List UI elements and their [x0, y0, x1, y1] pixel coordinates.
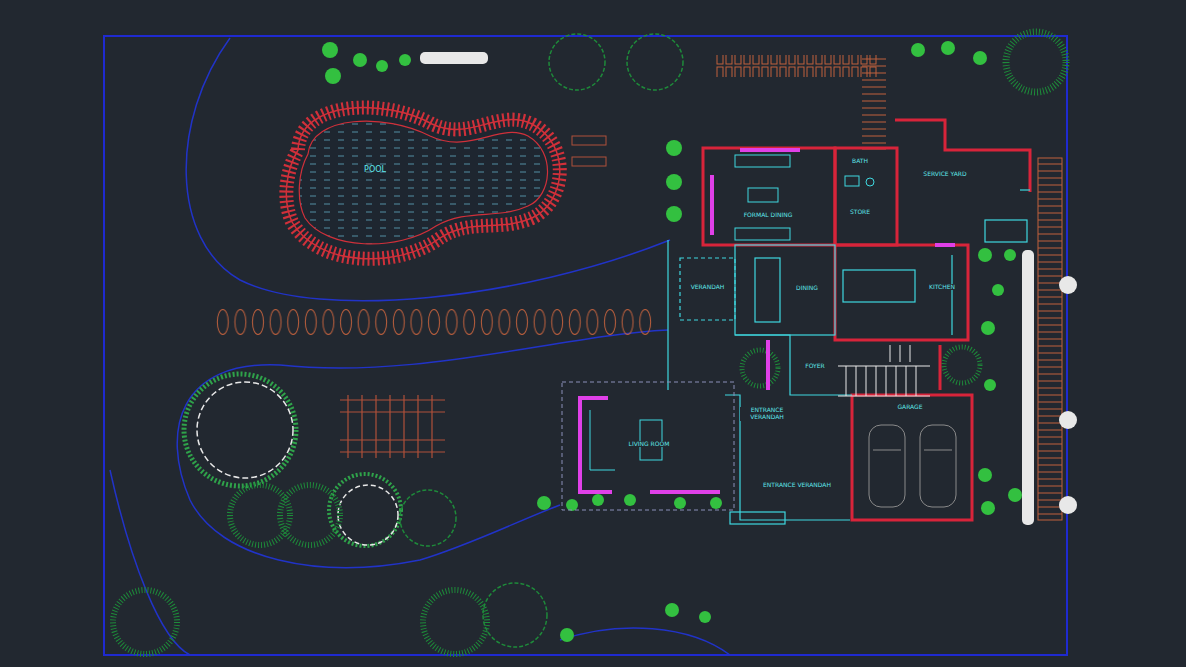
room-label: STORE: [849, 209, 871, 216]
room-area: DINING: [782, 276, 832, 300]
room-area: VERANDAH: [681, 274, 734, 300]
room-label: BATH: [851, 158, 869, 165]
room-label: FORMAL DINING: [743, 212, 794, 219]
furniture: [590, 155, 874, 470]
roof-outline: [562, 382, 734, 510]
room-area: ENTRANCE VERANDAH: [740, 403, 794, 425]
stepping-stones: [214, 305, 654, 339]
room-label: DINING: [795, 285, 819, 292]
pool-label: POOL: [363, 165, 387, 174]
brick-paving: [862, 55, 886, 150]
interior-lines: [668, 190, 1030, 524]
room-area: LIVING ROOM: [612, 432, 686, 456]
garden-paths: [110, 38, 730, 655]
room-area: BATH: [839, 152, 881, 170]
room-area: GARAGE: [880, 398, 940, 416]
stairs: [838, 345, 930, 396]
walls: [703, 120, 1030, 520]
room-label: ENTRANCE VERANDAH: [740, 407, 794, 421]
pool-shape: [286, 108, 559, 259]
flower-hedge: [420, 52, 1077, 525]
pool-area: POOL: [300, 130, 450, 210]
cars: [869, 425, 956, 507]
pergola: [340, 395, 445, 458]
brick-paving: [716, 55, 878, 77]
room-area: SERVICE YARD: [900, 160, 990, 188]
plot-boundary: [104, 36, 1067, 655]
room-area: FORMAL DINING: [712, 200, 824, 230]
windows: [580, 150, 955, 492]
room-label: LIVING ROOM: [628, 441, 671, 448]
shrubs: [322, 41, 1022, 642]
room-area: FOYER: [792, 355, 838, 377]
room-area: ENTRANCE VERANDAH: [752, 472, 842, 498]
room-label: FOYER: [804, 363, 825, 370]
room-label: ENTRANCE VERANDAH: [762, 482, 832, 489]
fence: [1038, 158, 1062, 520]
trees: [113, 32, 1066, 654]
room-area: STORE: [839, 202, 881, 222]
room-label: KITCHEN: [928, 284, 956, 291]
room-label: SERVICE YARD: [922, 171, 967, 178]
room-label: GARAGE: [896, 404, 923, 411]
room-area: KITCHEN: [918, 276, 966, 298]
loungers: [572, 136, 606, 166]
room-label: VERANDAH: [690, 284, 726, 291]
